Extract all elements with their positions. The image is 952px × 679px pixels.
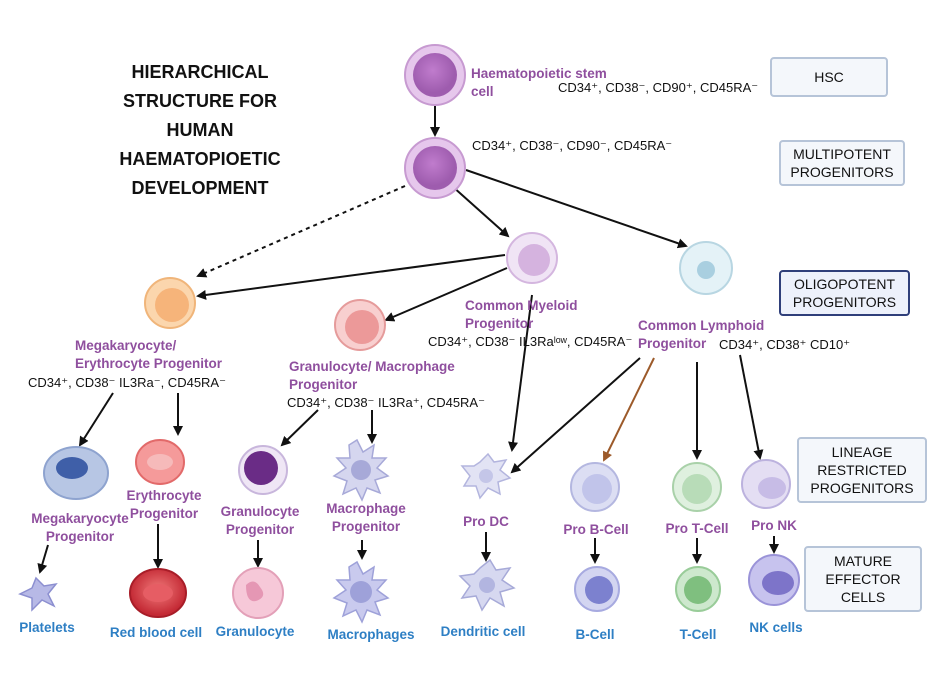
arrow-mkp-platelets	[37, 544, 49, 574]
label-prodc: Pro DC	[463, 514, 509, 529]
tcell-icon	[675, 566, 721, 612]
arrow-gmp-grp	[280, 409, 319, 447]
label-pronk: Pro NK	[751, 518, 797, 533]
title-line-4: HAEMATOPIOETIC	[119, 149, 281, 169]
label-gmp: Granulocyte/ Macrophage Progenitor	[289, 359, 455, 392]
grp-cell-icon	[238, 445, 288, 495]
label-map: Macrophage Progenitor	[326, 501, 406, 534]
label-macrophages: Macrophages	[327, 627, 415, 642]
title-line-2: STRUCTURE FOR	[123, 91, 277, 111]
level-box-multipotent: MULTIPOTENT PROGENITORS	[779, 140, 905, 186]
hsc-cell-icon	[404, 44, 466, 106]
mpp-cell-icon	[404, 137, 466, 199]
protcell-cell-icon	[672, 462, 722, 512]
nkcells-icon	[748, 554, 800, 606]
level-box-lineage: LINEAGE RESTRICTED PROGENITORS	[797, 437, 927, 503]
diagram-title: HIERARCHICAL STRUCTURE FOR HUMAN HAEMATO…	[95, 58, 305, 203]
pronk-cell-icon	[741, 459, 791, 509]
markers-gmp: CD34⁺, CD38⁻ IL3Ra⁺, CD45RA⁻	[287, 395, 485, 410]
markers-mpp: CD34⁺, CD38⁻, CD90⁻, CD45RA⁻	[472, 138, 673, 153]
macrophages-icon	[332, 560, 390, 624]
clp-cell-icon	[679, 241, 733, 295]
dendritic-icon	[458, 558, 516, 612]
arrow-cmp-gmp	[384, 267, 508, 322]
markers-mep: CD34⁺, CD38⁻ IL3Ra⁻, CD45RA⁻	[28, 375, 226, 390]
label-probcell: Pro B-Cell	[563, 522, 629, 537]
arrow-mep-mkp	[78, 392, 114, 447]
label-mep: Megakaryocyte/ Erythrocyte Progenitor	[75, 338, 223, 371]
arrow-cmp-prodc	[508, 294, 533, 452]
level-box-mature: MATURE EFFECTOR CELLS	[804, 546, 922, 612]
markers-clp: CD34⁺, CD38⁺ CD10⁺	[719, 337, 851, 352]
label-grp: Granulocyte Progenitor	[220, 504, 300, 537]
markers-cmp: CD34⁺, CD38⁻ IL3Raˡᵒʷ, CD45RA⁻	[428, 334, 633, 349]
label-erp: Erythrocyte Progenitor	[126, 488, 202, 521]
arrow-clp-probcell	[603, 357, 655, 462]
title-line-3: HUMAN	[166, 120, 234, 140]
map-cell-icon	[332, 438, 390, 502]
arrow-mpp-mep-dashed	[196, 185, 406, 278]
label-mkp: Megakaryocyte Progenitor	[31, 511, 129, 544]
arrow-mpp-cmp	[451, 185, 510, 238]
level-box-hsc: HSC	[770, 57, 888, 97]
label-granulocyte: Granulocyte	[215, 624, 295, 639]
rbc-icon	[129, 568, 187, 618]
gmp-cell-icon	[334, 299, 386, 351]
label-bcell: B-Cell	[575, 627, 615, 642]
erp-cell-icon	[135, 439, 185, 485]
platelets-icon	[18, 576, 58, 612]
arrow-mpp-clp	[465, 169, 688, 249]
markers-hsc: CD34⁺, CD38⁻, CD90⁺, CD45RA⁻	[558, 80, 759, 95]
label-nkcells: NK cells	[749, 620, 803, 635]
probcell-cell-icon	[570, 462, 620, 512]
bcell-icon	[574, 566, 620, 612]
cmp-cell-icon	[506, 232, 558, 284]
mkp-cell-icon	[43, 446, 109, 500]
prodc-cell-icon	[460, 452, 512, 500]
label-tcell: T-Cell	[679, 627, 717, 642]
label-cmp: Common Myeloid Progenitor	[465, 298, 578, 331]
mep-cell-icon	[144, 277, 196, 329]
title-line-1: HIERARCHICAL	[131, 62, 269, 82]
label-hsc: Haematopoietic stem cell	[471, 66, 607, 99]
label-platelets: Platelets	[19, 620, 75, 635]
arrow-cmp-mep	[196, 254, 506, 300]
arrow-clp-pronk	[739, 354, 764, 460]
arrows	[37, 106, 779, 574]
label-rbc: Red blood cell	[109, 625, 203, 640]
label-dendritic: Dendritic cell	[440, 624, 526, 639]
label-protcell: Pro T-Cell	[665, 521, 729, 536]
granulocyte-icon	[232, 567, 284, 619]
title-line-5: DEVELOPMENT	[131, 178, 269, 198]
arrow-clp-prodc	[510, 357, 641, 474]
level-box-oligopotent: OLIGOPOTENT PROGENITORS	[779, 270, 910, 316]
label-clp: Common Lymphoid Progenitor	[638, 318, 765, 351]
